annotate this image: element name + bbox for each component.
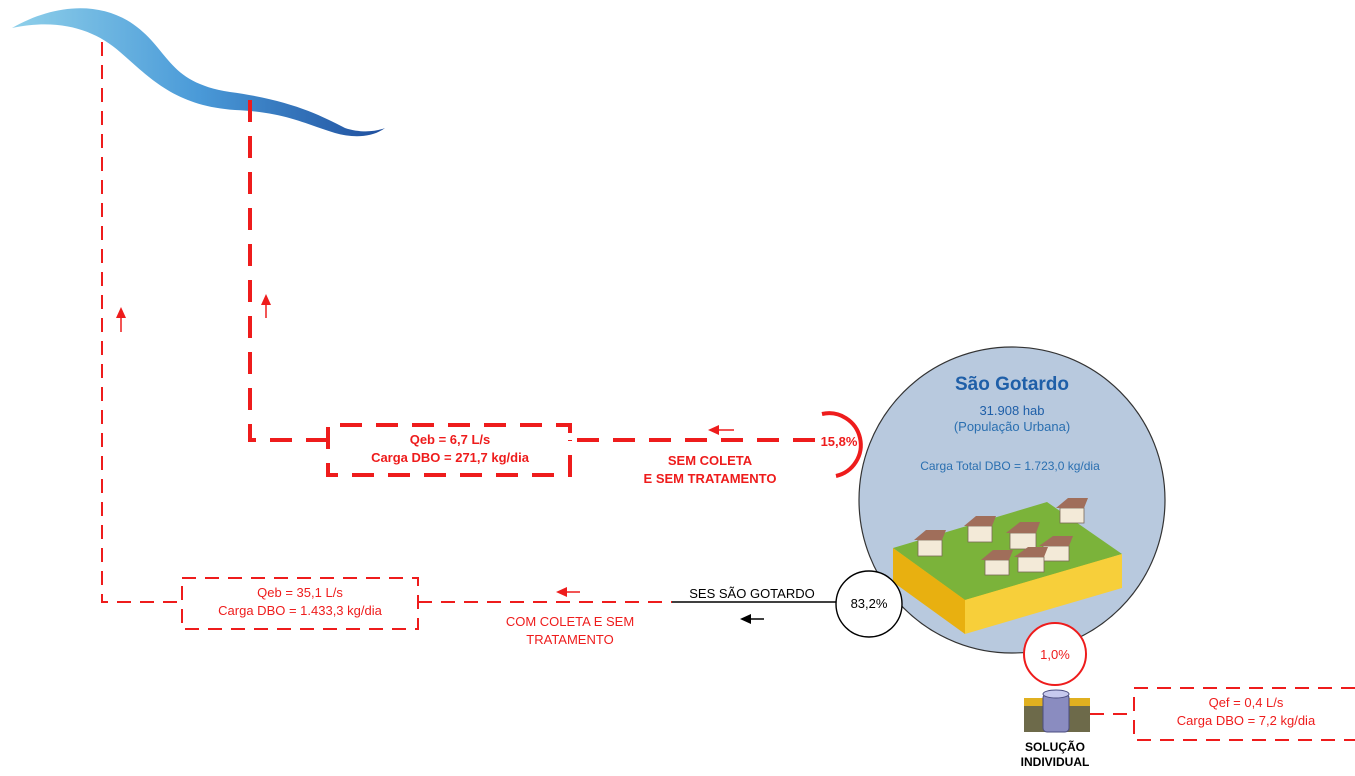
individual-load: Carga DBO = 7,2 kg/dia xyxy=(1176,713,1316,728)
collection-label-line1: COM COLETA E SEM xyxy=(505,614,635,629)
individual-percent-circle xyxy=(1023,622,1087,686)
no-collection-percent-arc xyxy=(821,411,863,478)
collection-load: Carga DBO = 1.433,3 kg/dia xyxy=(218,603,382,618)
collection-percent-circle xyxy=(835,570,903,638)
septic-tank-icon xyxy=(1024,689,1090,733)
collection-flow: Qeb = 35,1 L/s xyxy=(257,585,343,600)
arrow-left-icon xyxy=(556,587,580,597)
collection-percent: 83,2% xyxy=(850,596,888,611)
no-collection-path xyxy=(248,98,815,477)
collection-label-line2: TRATAMENTO xyxy=(526,632,614,647)
ses-system-label: SES SÃO GOTARDO xyxy=(689,586,815,601)
no-collection-label-line1: SEM COLETA xyxy=(667,453,753,468)
left-return-path xyxy=(101,42,182,603)
city-population: 31.908 hab xyxy=(979,403,1045,418)
individual-flow: Qef = 0,4 L/s xyxy=(1208,695,1284,710)
individual-path xyxy=(1090,687,1355,741)
collection-path xyxy=(181,577,672,630)
arrow-left-icon xyxy=(740,614,764,624)
individual-label-line1: SOLUÇÃO xyxy=(1025,740,1085,754)
no-collection-load: Carga DBO = 271,7 kg/dia xyxy=(371,450,529,465)
no-collection-percent: 15,8% xyxy=(820,434,858,449)
arrow-up-icon xyxy=(116,307,126,332)
no-collection-flow: Qeb = 6,7 L/s xyxy=(409,432,491,447)
city-name: São Gotardo xyxy=(954,374,1069,395)
city-population-note: (População Urbana) xyxy=(953,419,1071,434)
individual-percent: 1,0% xyxy=(1040,647,1070,662)
houses-icon xyxy=(893,498,1122,634)
no-collection-label-line2: E SEM TRATAMENTO xyxy=(643,471,777,486)
river-icon xyxy=(12,8,385,137)
arrow-left-icon xyxy=(708,425,734,435)
city-total-load: Carga Total DBO = 1.723,0 kg/dia xyxy=(920,459,1100,473)
individual-label-line2: INDIVIDUAL xyxy=(1020,755,1090,769)
arrow-up-icon xyxy=(261,294,271,318)
